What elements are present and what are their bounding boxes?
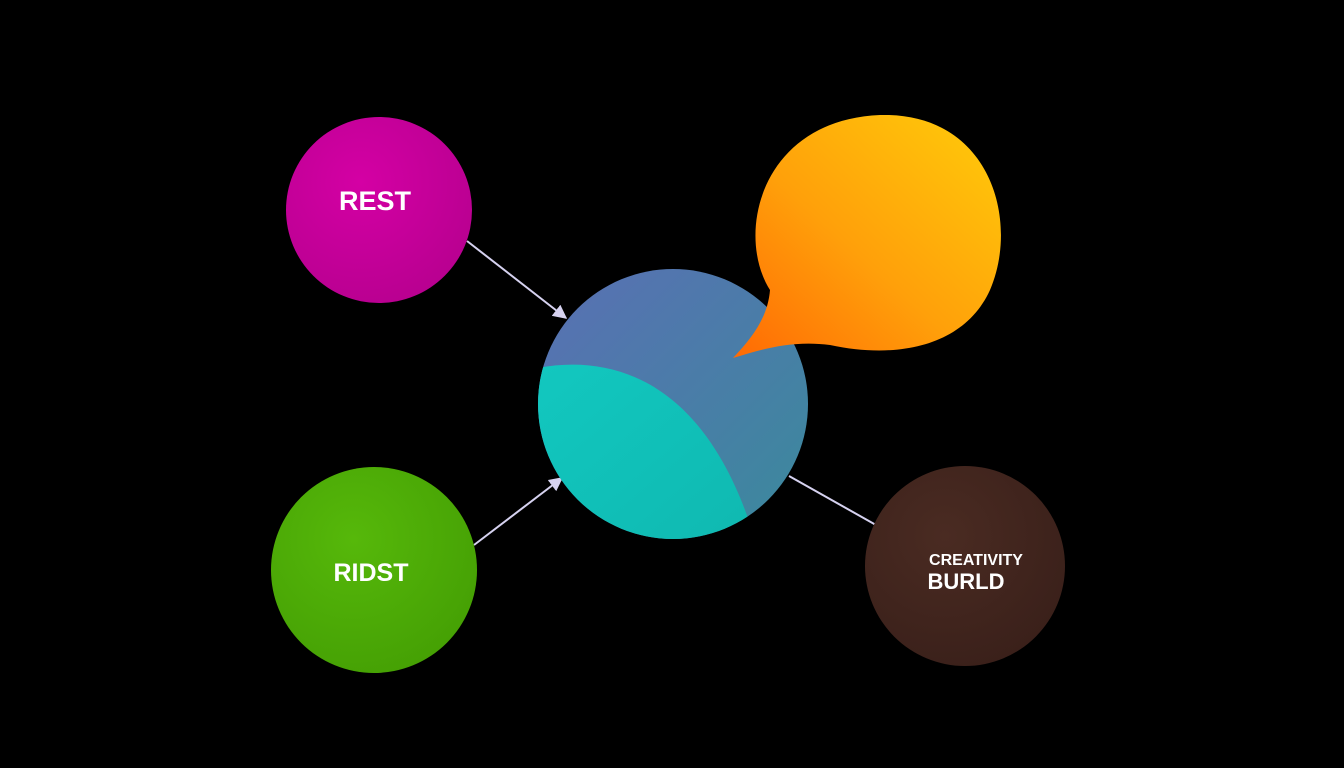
center-node	[538, 269, 808, 539]
connector-center-to-creativity	[788, 475, 877, 526]
node-rest: REST	[286, 117, 472, 303]
node-creativity-label-line1: CREATIVITY	[929, 552, 1023, 569]
node-creativity-circle	[865, 466, 1065, 666]
speech-bubble	[733, 114, 1001, 359]
node-rest-label: REST	[339, 186, 412, 216]
connector-rest-to-center	[466, 240, 568, 319]
node-creativity-label-line2: BURLD	[928, 569, 1005, 594]
node-ridst-circle	[271, 467, 477, 673]
node-creativity: CREATIVITY BURLD	[865, 466, 1065, 666]
connector-ridst-to-center	[473, 477, 564, 546]
node-rest-circle	[286, 117, 472, 303]
node-ridst: RIDST	[271, 467, 477, 673]
node-ridst-label: RIDST	[334, 559, 409, 587]
